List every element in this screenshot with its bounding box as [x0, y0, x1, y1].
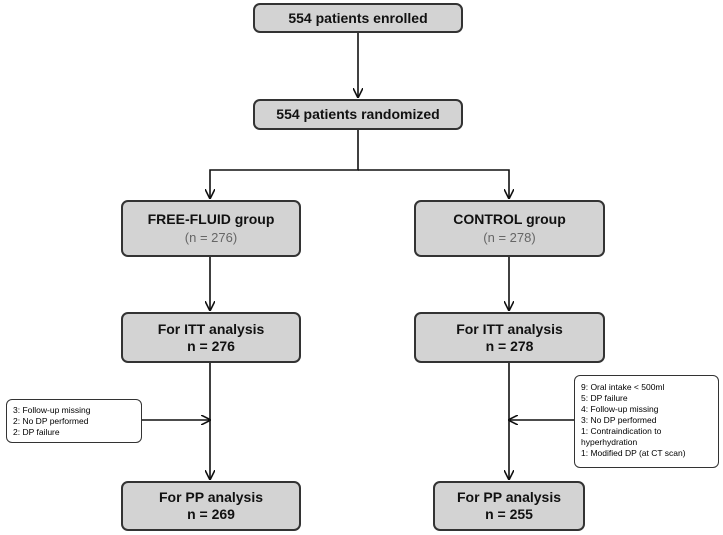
node-randomized-label: 554 patients randomized — [276, 106, 440, 123]
node-control-count: (n = 278) — [483, 230, 536, 246]
node-control-itt: For ITT analysis n = 278 — [414, 312, 605, 363]
exclusion-item: 1: Contraindication to hyperhydration — [581, 426, 662, 448]
node-ctrl-itt-count: n = 278 — [485, 337, 534, 354]
exclusion-note-free-fluid: 3: Follow-up missing 2: No DP performed … — [6, 399, 142, 443]
exclusion-item: 3: No DP performed — [581, 415, 657, 426]
exclusion-note-control: 9: Oral intake < 500ml 5: DP failure 4: … — [574, 375, 719, 468]
node-free-fluid-label: FREE-FLUID group — [147, 211, 275, 228]
node-ff-itt-count: n = 276 — [187, 337, 235, 354]
node-control-pp: For PP analysis n = 255 — [433, 481, 585, 531]
node-ctrl-pp-label: For PP analysis — [456, 489, 561, 506]
node-ff-pp-label: For PP analysis — [158, 489, 263, 506]
node-enrolled: 554 patients enrolled — [253, 3, 463, 33]
node-free-fluid-itt: For ITT analysis n = 276 — [121, 312, 301, 363]
node-enrolled-label: 554 patients enrolled — [288, 9, 428, 26]
exclusion-item: 2: No DP performed — [13, 416, 89, 427]
node-ff-pp-count: n = 269 — [187, 506, 235, 522]
node-randomized: 554 patients randomized — [253, 99, 463, 130]
node-free-fluid-count: (n = 276) — [184, 230, 238, 246]
exclusion-item: 1: Modified DP (at CT scan) — [581, 448, 686, 459]
node-free-fluid-group: FREE-FLUID group (n = 276) — [121, 200, 301, 257]
exclusion-item: 4: Follow-up missing — [581, 404, 659, 415]
node-ctrl-pp-count: n = 255 — [485, 506, 533, 522]
exclusion-item: 3: Follow-up missing — [13, 405, 91, 415]
node-ff-itt-label: For ITT analysis — [157, 320, 265, 337]
node-ctrl-itt-label: For ITT analysis — [456, 320, 563, 337]
edge-randomized-control — [358, 169, 509, 198]
node-control-label: CONTROL group — [453, 211, 566, 228]
exclusion-item: 9: Oral intake < 500ml — [581, 382, 665, 392]
exclusion-item: 5: DP failure — [581, 393, 628, 404]
node-control-group: CONTROL group (n = 278) — [414, 200, 605, 257]
node-free-fluid-pp: For PP analysis n = 269 — [121, 481, 301, 531]
exclusion-item: 2: DP failure — [13, 427, 60, 438]
edge-randomized-split — [210, 130, 359, 198]
